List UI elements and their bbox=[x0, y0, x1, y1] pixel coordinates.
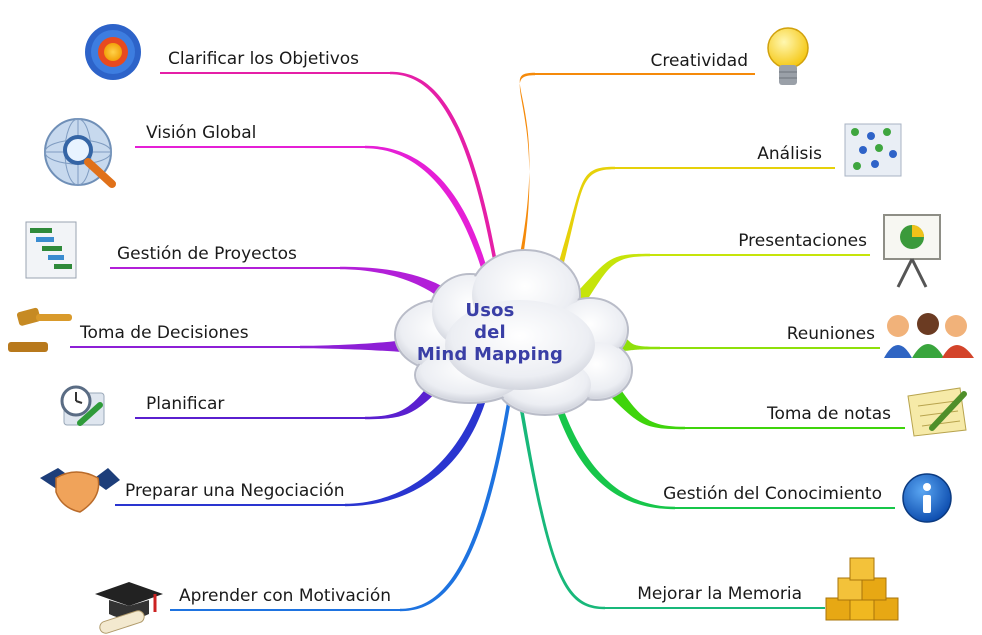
scatter-grid-icon bbox=[844, 123, 902, 177]
branch-label-reuniones: Reuniones bbox=[786, 324, 875, 344]
center-title-line-2: del bbox=[474, 322, 506, 343]
branch-curve-left-5 bbox=[345, 381, 485, 507]
center-title: Usos del Mind Mapping bbox=[405, 300, 575, 366]
branch-label-vision-global: Visión Global bbox=[146, 123, 257, 143]
clock-calendar-icon bbox=[60, 385, 105, 426]
target-icon bbox=[85, 24, 141, 80]
branch-label-mejorar-memoria: Mejorar la Memoria bbox=[637, 584, 802, 604]
branch-curve-left-1 bbox=[365, 145, 492, 309]
branch-label-clarificar-objetivos: Clarificar los Objetivos bbox=[168, 49, 360, 69]
presentation-board-icon bbox=[883, 214, 941, 288]
branch-label-aprender-motivacion: Aprender con Motivación bbox=[179, 586, 392, 606]
info-icon bbox=[902, 473, 952, 523]
branch-label-toma-notas: Toma de notas bbox=[766, 404, 891, 424]
gantt-chart-icon bbox=[25, 221, 77, 279]
branch-curve-left-6 bbox=[400, 384, 510, 612]
branch-label-presentaciones: Presentaciones bbox=[738, 231, 867, 251]
center-cloud bbox=[394, 249, 633, 416]
gold-bars-icon bbox=[825, 557, 899, 621]
graduation-cap-icon bbox=[95, 582, 163, 634]
branch-label-preparar-negociacion: Preparar una Negociación bbox=[125, 481, 345, 501]
branch-label-gestion-proyectos: Gestión de Proyectos bbox=[117, 244, 297, 264]
branch-curve-right-2 bbox=[580, 253, 650, 311]
branch-label-planificar: Planificar bbox=[146, 394, 225, 414]
center-title-line-1: Usos bbox=[465, 300, 515, 321]
people-group-icon bbox=[884, 313, 974, 358]
center-title-line-3: Mind Mapping bbox=[416, 344, 564, 365]
branch-lines bbox=[70, 71, 905, 612]
branch-curve-right-5 bbox=[555, 384, 675, 510]
branch-label-analisis: Análisis bbox=[757, 144, 822, 164]
globe-magnifier-icon bbox=[44, 118, 116, 188]
handshake-icon bbox=[40, 468, 120, 513]
gavel-icon bbox=[8, 307, 72, 352]
branch-label-toma-decisiones: Toma de Decisiones bbox=[80, 323, 249, 343]
branch-label-gestion-conocimiento: Gestión del Conocimiento bbox=[663, 484, 882, 504]
notepad-pencil-icon bbox=[907, 387, 967, 437]
branch-curve-right-4 bbox=[610, 374, 685, 430]
branch-curve-left-0 bbox=[390, 71, 500, 301]
branch-curve-right-6 bbox=[520, 389, 605, 610]
branch-label-creatividad: Creatividad bbox=[650, 51, 748, 71]
lightbulb-icon bbox=[767, 27, 809, 85]
branch-curve-right-0 bbox=[519, 72, 535, 276]
